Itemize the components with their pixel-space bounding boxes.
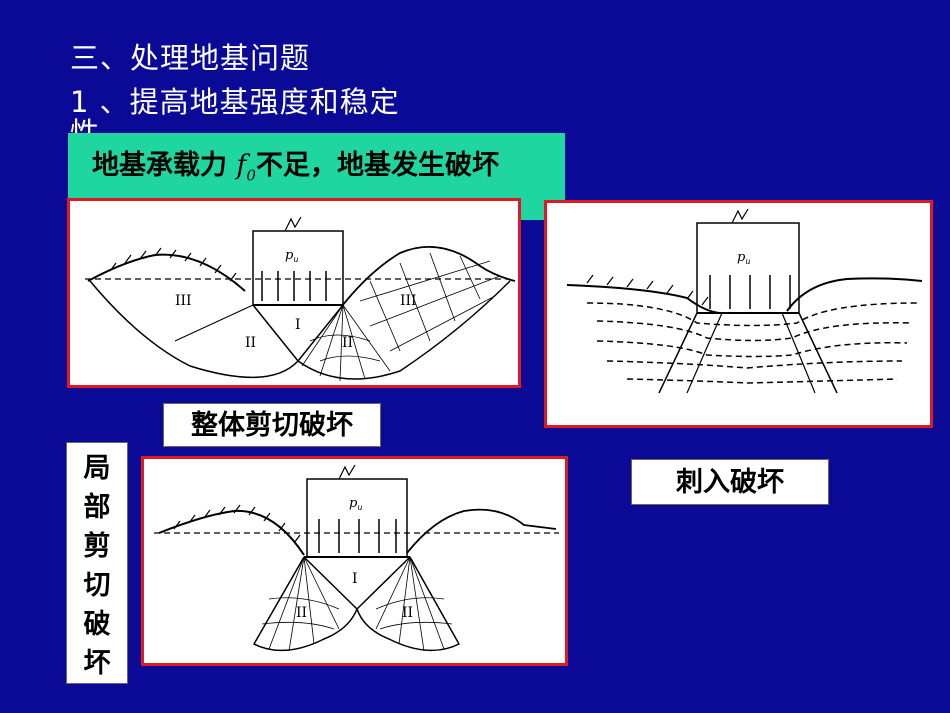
local-shear-label: 局 部 剪 切 破 坏: [66, 442, 128, 684]
local-shear-char: 局: [83, 453, 111, 484]
zone2-right-label: II: [342, 335, 353, 351]
zone2-right-label-3: II: [402, 605, 413, 621]
local-shear-char: 破: [83, 609, 111, 640]
callout-before: 地基承载力: [92, 150, 237, 181]
slide-subheading: 1 、提高地基强度和稳定: [70, 85, 400, 119]
zone2-left-label-3: II: [296, 605, 307, 621]
local-shear-diagram: pu I II II: [154, 464, 559, 652]
punching-diagram-panel: pu: [544, 200, 933, 428]
local-shear-char: 坏: [83, 648, 111, 679]
general-shear-label: 整体剪切破坏: [163, 403, 381, 447]
load-label-3: pu: [349, 496, 362, 512]
general-shear-diagram: pu III II I II III: [85, 216, 516, 382]
callout-text: 地基承载力 f0不足，地基发生破坏: [92, 145, 562, 196]
general-shear-diagram-panel: pu III II I II III: [67, 198, 521, 388]
slide-heading: 三、处理地基问题: [70, 41, 311, 75]
local-shear-char: 切: [83, 570, 111, 601]
zone3-left-label: III: [175, 293, 192, 309]
local-shear-char: 部: [83, 492, 111, 523]
local-shear-char: 剪: [83, 531, 111, 562]
load-label-2: pu: [737, 250, 750, 266]
local-shear-diagram-panel: pu I II II: [141, 456, 568, 666]
zone1-label-3: I: [352, 571, 358, 587]
punching-diagram: pu: [566, 208, 923, 394]
callout-after: 不足，地基发生破坏: [255, 150, 499, 181]
load-label: pu: [285, 248, 298, 264]
zone3-right-label: III: [400, 293, 417, 309]
zone1-label: I: [295, 317, 301, 333]
zone2-left-label: II: [245, 335, 256, 351]
punching-label: 刺入破坏: [631, 459, 829, 505]
callout-symbol: f: [236, 150, 247, 181]
callout-subscript: 0: [246, 166, 256, 185]
slide-subheading-cont: 性: [70, 116, 100, 135]
